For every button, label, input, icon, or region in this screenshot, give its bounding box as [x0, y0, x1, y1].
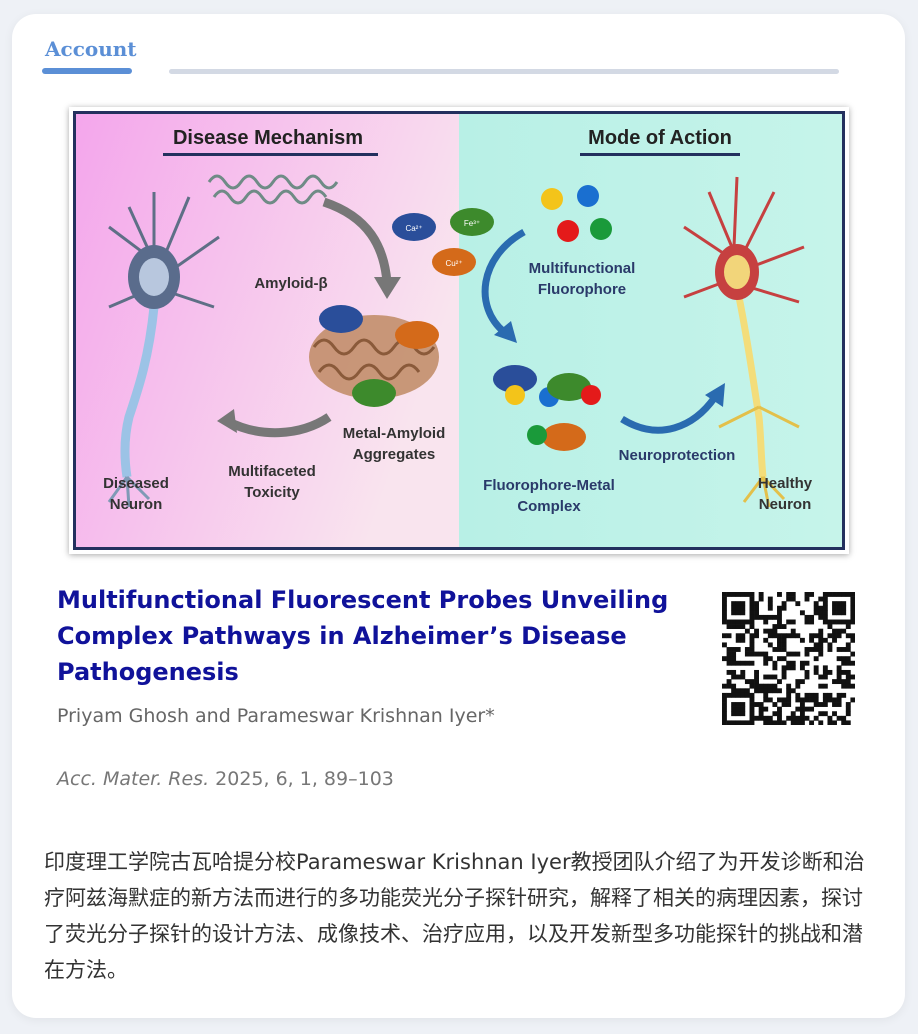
amyloid-beta-helix — [207, 174, 339, 205]
article-title[interactable]: Multifunctional Fluorescent Probes Unvei… — [57, 586, 669, 686]
label-toxicity: Toxicity — [244, 484, 300, 501]
label-healthy: Healthy — [758, 475, 813, 492]
metal-amyloid-aggregate — [309, 305, 439, 407]
left-heading: Disease Mechanism — [173, 127, 363, 149]
journal-name: Acc. Mater. Res. — [57, 768, 210, 790]
aggregation-arrow — [322, 197, 392, 283]
diseased-neuron-illustration — [107, 192, 220, 508]
right-heading-rule — [580, 153, 740, 156]
left-heading-rule — [163, 153, 378, 156]
healthy-neuron-illustration — [683, 176, 805, 508]
label-healthy-neuron: Neuron — [759, 496, 812, 513]
metal-ions: Ca²⁺ Fe³⁺ Cu²⁺ — [392, 208, 494, 276]
label-metal-amyloid: Metal-Amyloid — [343, 425, 446, 442]
label-complex: Complex — [517, 498, 581, 515]
tab-account[interactable]: Account — [45, 37, 137, 61]
tab-active-indicator — [42, 68, 132, 74]
label-amyloid: Amyloid-β — [254, 275, 327, 292]
ion-cu: Cu²⁺ — [445, 259, 462, 268]
label-multifaceted: Multifaceted — [228, 463, 316, 480]
right-heading: Mode of Action — [588, 127, 732, 149]
label-aggregates: Aggregates — [353, 446, 436, 463]
label-diseased: Diseased — [103, 475, 169, 492]
tab-divider — [169, 69, 839, 74]
article-authors: Priyam Ghosh and Parameswar Krishnan Iye… — [57, 705, 495, 727]
ion-fe: Fe³⁺ — [464, 219, 480, 228]
fluorophore-metal-complex — [493, 365, 601, 451]
label-fluorophore-metal: Fluorophore-Metal — [483, 477, 615, 494]
label-diseased-neuron: Neuron — [110, 496, 163, 513]
citation-details: 2025, 6, 1, 89–103 — [209, 768, 394, 790]
ion-ca: Ca²⁺ — [405, 224, 422, 233]
article-citation: Acc. Mater. Res. 2025, 6, 1, 89–103 — [57, 768, 394, 790]
article-summary: 印度理工学院古瓦哈提分校Parameswar Krishnan Iyer教授团队… — [44, 850, 865, 982]
label-fluorophore: Fluorophore — [538, 281, 626, 298]
binding-arrow — [481, 228, 526, 335]
fluorophore-dots — [541, 185, 612, 242]
label-multifunctional: Multifunctional — [529, 260, 636, 277]
qr-code[interactable] — [722, 592, 856, 726]
toxicity-arrow — [226, 413, 332, 438]
graphical-abstract: Disease Mechanism Mode of Action Amyloid… — [69, 107, 849, 554]
label-neuroprotection: Neuroprotection — [619, 447, 736, 464]
neuroprotection-arrow — [620, 394, 718, 434]
